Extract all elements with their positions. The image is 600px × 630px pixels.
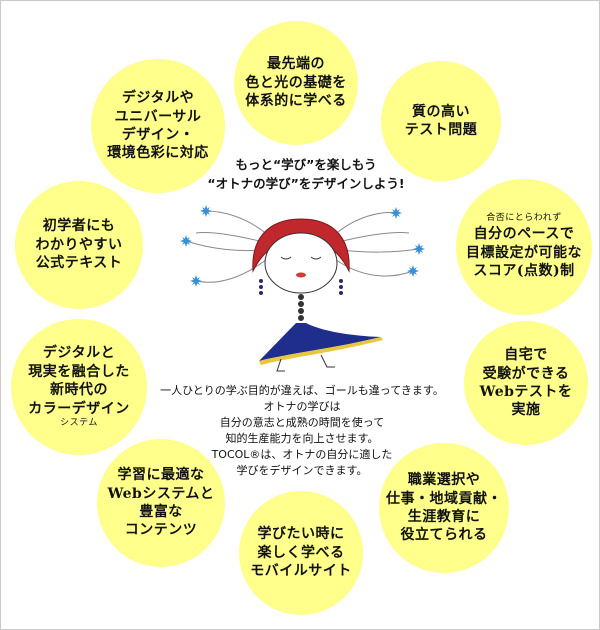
bubble-line: 公式テキスト [35, 255, 123, 272]
bubble-line: テスト問題 [404, 122, 478, 138]
bubble-line: 初学者にも [42, 218, 116, 235]
bubble-line: 楽しく学べる [257, 544, 345, 561]
bubble-line: 自分のペースで [473, 226, 575, 243]
bubble-right-lower: 自宅で 受験ができる Webテストを 実施 [464, 321, 588, 445]
bubble-line: 現実を融合した [28, 363, 130, 380]
bubble-line: 自宅で [504, 347, 548, 364]
bubble-line: 豊富な [139, 504, 183, 520]
description-line: TOCOL®は、オトナの自分に適した [211, 447, 393, 461]
description-line: 知的生産能力を向上させます。 [225, 431, 379, 445]
tagline-line: もっと“学び”を楽しもう [235, 157, 377, 172]
bubble-line: 職業選択や [407, 472, 481, 489]
bubble-line: コンテンツ [124, 522, 198, 539]
tagline-line: “オトナの学び”をデザインしよう! [207, 175, 405, 191]
bubble-left-upper: 初学者にも わかりやすい 公式テキスト [15, 181, 143, 309]
bubble-line: モバイルサイト [250, 563, 352, 580]
bubble-line: わかりやすい [35, 236, 123, 253]
flower-icon [180, 205, 425, 287]
bubble-line: 役立てられる [400, 527, 488, 544]
bubble-line: 仕事・地域貢献・ [386, 490, 502, 507]
bubble-line: 合否にとらわれず [486, 213, 562, 224]
bubble-bottom: 学びたい時に 楽しく学べる モバイルサイト [239, 491, 363, 615]
bubble-line: 体系的に学べる [245, 93, 347, 110]
bubble-line: デジタルと [42, 345, 116, 362]
bubble-line: 生涯教育に [407, 509, 481, 525]
bubble-line: 学習に最適な [117, 467, 205, 484]
description-line: 一人ひとりの学ぶ目的が違えば、ゴールも違ってきます。 [160, 384, 444, 397]
description-line: 自分の意志と成熟の時間を使って [219, 415, 385, 429]
bubble-line: デジタルや [121, 90, 195, 107]
illustration [180, 205, 425, 372]
bubble-line: 受験ができる [482, 365, 570, 382]
bubble-line: 新時代の [50, 382, 108, 399]
bubble-line: Webシステムと [107, 485, 215, 502]
bubble-line: スコア(点数)制 [473, 263, 575, 280]
description-line: 学びをデザインできます。 [236, 463, 368, 477]
bubble-line: ユニバーサル [114, 108, 202, 125]
bubble-line: カラーデザイン [28, 400, 130, 417]
bubble-line: デザイン・ [121, 127, 195, 143]
bubble-top-right: 質の高い テスト問題 [381, 61, 501, 181]
bubble-line: 環境色彩に対応 [107, 145, 209, 162]
tagline: もっと“学び”を楽しもう “オトナの学び”をデザインしよう! [161, 156, 451, 194]
bubble-line: 色と光の基礎を [245, 74, 347, 91]
bubble-left-lower: デジタルと 現実を融合した 新時代の カラーデザイン システム [11, 319, 147, 455]
bubble-line: 最先端の [267, 56, 325, 73]
bubble-line: 質の高い [412, 103, 470, 120]
bubble-line: Webテストを [479, 384, 573, 400]
bubble-top-left: デジタルや ユニバーサル デザイン・ 環境色彩に対応 [91, 59, 225, 193]
description-line: オトナの学びは [263, 399, 341, 413]
bubble-top: 最先端の 色と光の基礎を 体系的に学べる [234, 21, 358, 145]
bubble-bottom-right: 職業選択や 仕事・地域貢献・ 生涯教育に 役立てられる [379, 443, 509, 573]
bubble-right-upper: 合否にとらわれず 自分のペースで 目標設定が可能な スコア(点数)制 [456, 179, 592, 315]
bubble-line: 目標設定が可能な [466, 244, 582, 261]
bubble-line: 学びたい時に [257, 526, 345, 543]
description: 一人ひとりの学ぶ目的が違えば、ゴールも違ってきます。 オトナの学びは 自分の意志… [157, 383, 447, 479]
bubble-bottom-left: 学習に最適な Webシステムと 豊富な コンテンツ [97, 439, 225, 567]
bubble-line: 実施 [511, 402, 541, 419]
bubble-line: システム [60, 418, 98, 428]
